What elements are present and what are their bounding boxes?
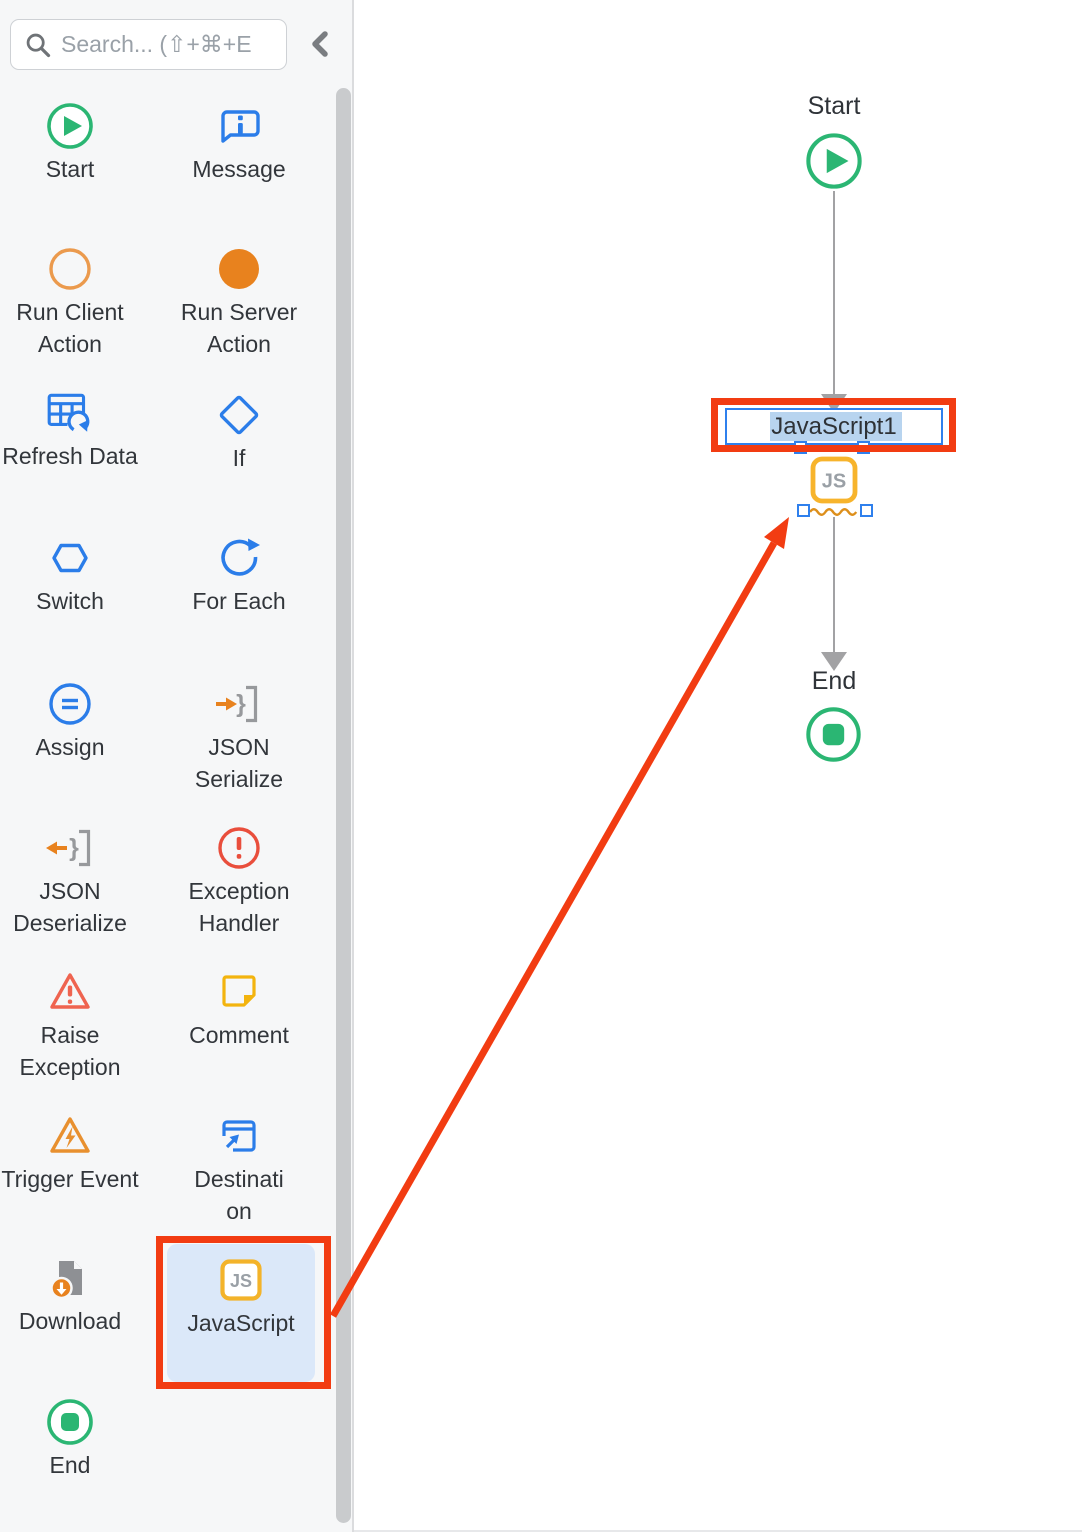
for-each-icon (215, 531, 263, 585)
search-input[interactable] (61, 31, 271, 58)
json-serialize-icon: } (213, 677, 265, 731)
javascript-node[interactable]: JS (810, 456, 858, 509)
if-icon (215, 388, 263, 442)
toolbox-item-label: Message (192, 156, 286, 182)
message-icon (215, 99, 263, 153)
toolbox-item-if[interactable]: If (169, 388, 309, 474)
svg-text:}: } (69, 834, 79, 862)
text-selection-highlight (770, 412, 902, 441)
toolbox-item-label: If (232, 445, 246, 471)
exception-handler-icon (215, 821, 263, 875)
sidebar-divider (352, 0, 354, 1532)
toolbox-item-label: JSON Deserialize (13, 878, 127, 936)
json-deserialize-icon: } (44, 821, 96, 875)
selection-handle-bottom-left[interactable] (797, 504, 810, 517)
run-client-action-icon (46, 242, 94, 296)
toolbox-item-assign[interactable]: Assign (0, 677, 140, 763)
start-icon (46, 99, 94, 153)
toolbox-item-label: Assign (35, 734, 105, 760)
trigger-event-icon (46, 1109, 94, 1163)
end-node[interactable] (805, 706, 862, 768)
toolbox-item-label: Refresh Data (2, 443, 138, 469)
warning-squiggle-icon (809, 508, 858, 516)
destination-icon (215, 1109, 263, 1163)
toolbox-item-label: Trigger Event (1, 1166, 139, 1192)
search-icon (26, 33, 51, 57)
toolbox-item-message[interactable]: Message (169, 99, 309, 185)
toolbox-sidebar: Start Message Run Client Action (0, 0, 352, 1532)
toolbox-item-json-serialize[interactable]: } JSON Serialize (169, 677, 309, 795)
toolbox-item-destination[interactable]: Destination (189, 1109, 289, 1227)
toolbox-item-start[interactable]: Start (0, 99, 140, 185)
toolbox-item-raise-exception[interactable]: Raise Exception (0, 965, 140, 1083)
toolbox-item-label: Run Server Action (180, 299, 298, 357)
svg-text:JS: JS (822, 471, 846, 493)
switch-icon (46, 531, 94, 585)
refresh-data-icon (44, 386, 96, 440)
toolbox-item-exception-handler[interactable]: Exception Handler (169, 821, 309, 939)
toolbox-item-label: Comment (189, 1022, 289, 1048)
toolbox-item-run-client-action[interactable]: Run Client Action (0, 242, 140, 360)
toolbox-item-label: JavaScript (187, 1310, 295, 1336)
javascript-icon: JS (810, 456, 858, 504)
toolbox-item-label: For Each (192, 588, 286, 614)
assign-icon (46, 677, 94, 731)
toolbox-item-trigger-event[interactable]: Trigger Event (0, 1109, 140, 1195)
node-name-text: JavaScript1 (771, 413, 897, 440)
toolbox-item-download[interactable]: Download (0, 1251, 140, 1337)
run-server-action-icon (215, 242, 263, 296)
comment-icon (215, 965, 263, 1019)
search-box (10, 19, 287, 70)
end-node-label: End (811, 667, 857, 695)
svg-text:JS: JS (230, 1271, 252, 1291)
toolbox-item-label: Run Client Action (16, 299, 124, 357)
selection-handle-bottom-right[interactable] (860, 504, 873, 517)
toolbox-item-comment[interactable]: Comment (169, 965, 309, 1051)
selection-handle-top-left[interactable] (794, 441, 807, 454)
node-name-input[interactable]: JavaScript1 (725, 408, 943, 445)
toolbox-item-label: Destination (194, 1166, 284, 1224)
chevron-left-icon (312, 31, 328, 57)
toolbox-item-switch[interactable]: Switch (0, 531, 140, 617)
toolbox-item-label: Start (45, 156, 95, 182)
toolbox-item-end[interactable]: End (0, 1395, 140, 1481)
toolbox-item-for-each[interactable]: For Each (169, 531, 309, 617)
toolbox-item-javascript[interactable]: JS JavaScript (167, 1244, 315, 1382)
selection-handle-top-right[interactable] (857, 441, 870, 454)
start-icon (806, 133, 862, 189)
collapse-sidebar-button[interactable] (303, 25, 337, 63)
start-node[interactable] (805, 132, 863, 195)
svg-text:}: } (236, 690, 246, 718)
start-node-label: Start (807, 92, 861, 120)
toolbox-item-label: Download (18, 1308, 122, 1334)
sidebar-scrollbar[interactable] (336, 88, 351, 1523)
toolbox-item-label: JSON Serialize (194, 734, 284, 792)
toolbox-item-run-server-action[interactable]: Run Server Action (169, 242, 309, 360)
javascript-icon: JS (219, 1253, 263, 1307)
end-icon (46, 1395, 94, 1449)
toolbox-item-label: Switch (36, 588, 104, 614)
download-icon (46, 1251, 94, 1305)
toolbox-item-label: Exception Handler (188, 878, 290, 936)
raise-exception-icon (46, 965, 94, 1019)
toolbox-item-label: Raise Exception (19, 1022, 121, 1080)
toolbox-item-refresh-data[interactable]: Refresh Data (0, 386, 140, 472)
toolbox-item-json-deserialize[interactable]: } JSON Deserialize (0, 821, 140, 939)
toolbox-item-label: End (49, 1452, 91, 1478)
end-icon (806, 707, 861, 762)
